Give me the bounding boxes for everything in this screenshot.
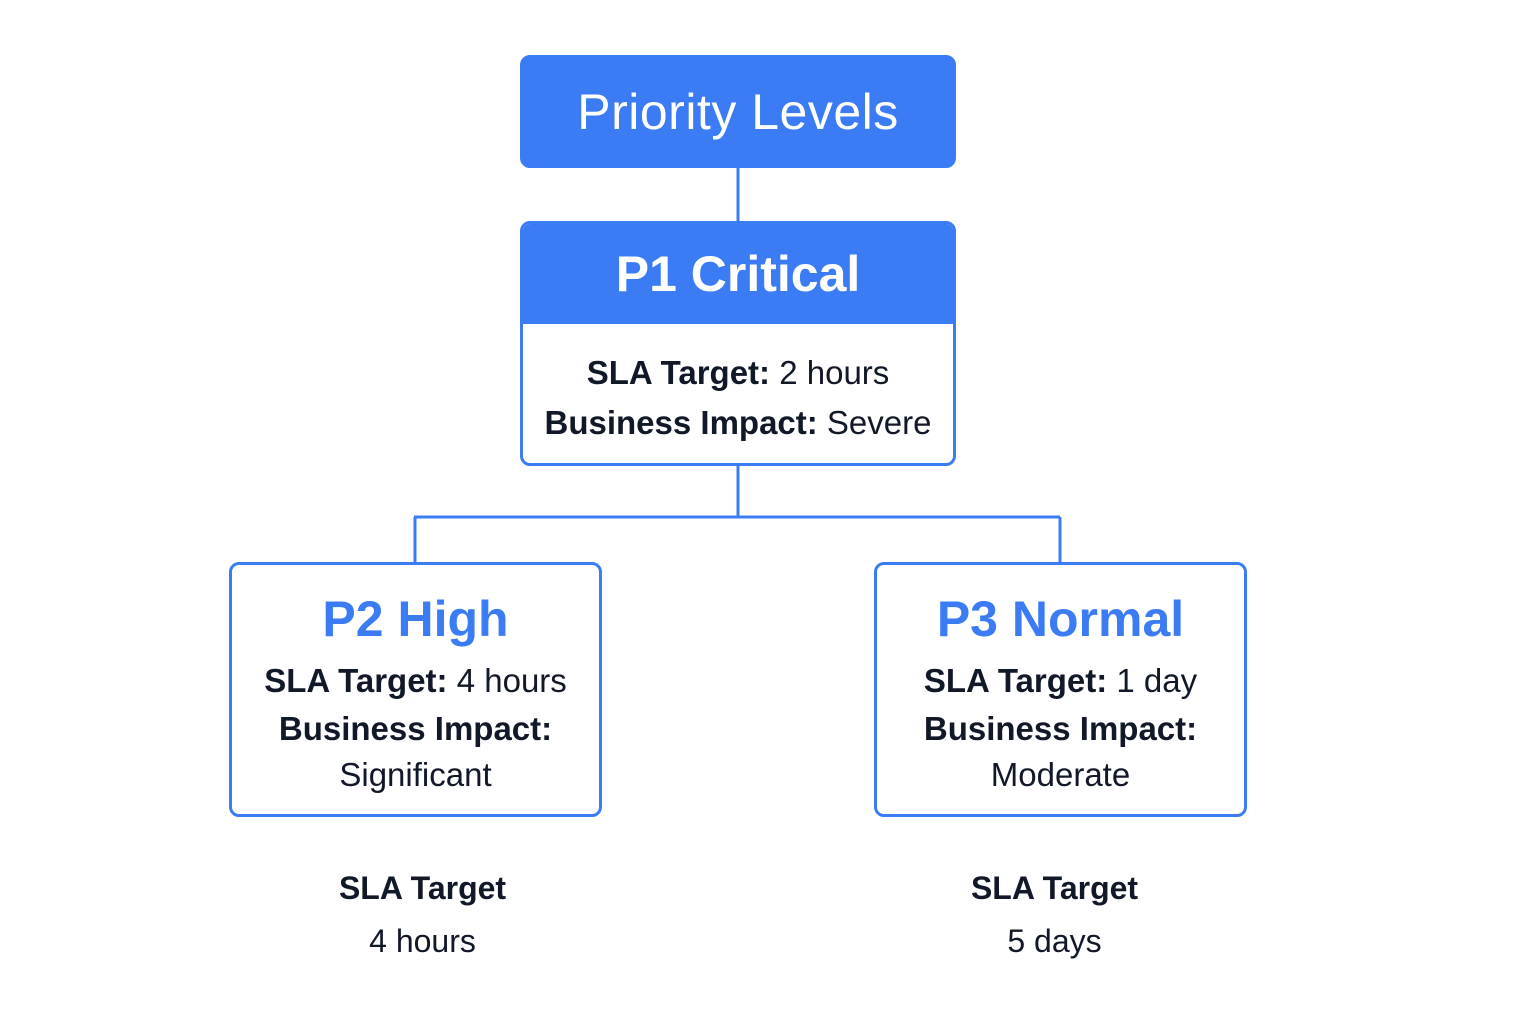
p1-sla-value: 2 hours (779, 354, 890, 391)
p1-impact-value: Severe (826, 404, 932, 441)
p3-impact-label: Business Impact: (923, 710, 1198, 747)
p1-title: P1 Critical (615, 246, 861, 302)
p1-sla-label: SLA Target: (586, 354, 771, 391)
p3-title: P3 Normal (936, 591, 1185, 647)
p2-sla-label: SLA Target: (264, 662, 448, 699)
root-node: Priority Levels (520, 55, 956, 168)
p2-node: P2 High SLA Target: 4 hours Business Imp… (229, 562, 602, 817)
root-title: Priority Levels (577, 83, 899, 140)
p3-footer-value: 5 days (1007, 923, 1102, 959)
p1-impact-line: Business Impact: Severe (523, 398, 953, 448)
p3-impact-value: Moderate (990, 756, 1131, 793)
p3-footer: SLA Target 5 days (868, 862, 1241, 968)
p2-impact-value: Significant (339, 756, 492, 793)
p3-sla-line: SLA Target: 1 day (877, 657, 1244, 705)
p1-body: SLA Target: 2 hours Business Impact: Sev… (523, 324, 953, 448)
p1-impact-label: Business Impact: (544, 404, 818, 441)
p3-footer-label: SLA Target (970, 870, 1139, 906)
p2-sla-value: 4 hours (456, 662, 567, 699)
p2-footer-label: SLA Target (338, 870, 507, 906)
p1-sla-line: SLA Target: 2 hours (523, 348, 953, 398)
p2-footer: SLA Target 4 hours (236, 862, 609, 968)
p2-sla-line: SLA Target: 4 hours (232, 657, 599, 705)
p3-node: P3 Normal SLA Target: 1 day Business Imp… (874, 562, 1247, 817)
p3-sla-value: 1 day (1116, 662, 1198, 699)
p3-sla-label: SLA Target: (923, 662, 1108, 699)
p2-title: P2 High (322, 591, 509, 647)
p1-node: P1 Critical SLA Target: 2 hours Business… (520, 221, 956, 466)
p2-footer-value: 4 hours (369, 923, 476, 959)
p1-header: P1 Critical (523, 224, 953, 324)
p2-impact-label: Business Impact: (278, 710, 553, 747)
p3-impact-label-line: Business Impact: (877, 705, 1244, 753)
p2-impact-label-line: Business Impact: (232, 705, 599, 753)
